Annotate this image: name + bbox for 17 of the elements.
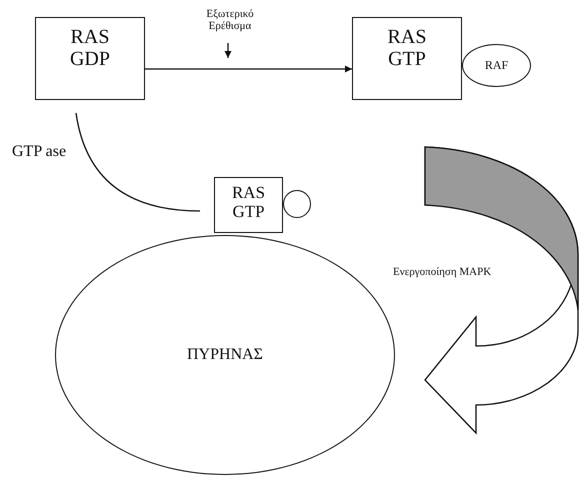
edge-label: Ενεργοποίηση MAPK [393, 266, 492, 278]
process-box [214, 177, 283, 233]
circle-node [283, 190, 311, 218]
node-text: RAS GTP [230, 184, 266, 222]
node-text: RAS GTP [386, 26, 428, 70]
process-box [35, 17, 145, 100]
arrow [145, 66, 352, 72]
connector-line [75, 112, 200, 212]
curved-block-arrow [424, 146, 579, 434]
ellipse-node [462, 44, 531, 87]
node-text: RAS GDP [68, 26, 111, 70]
direction-arrow [224, 43, 232, 58]
node-text: ΠΥΡΗΝΑΣ [187, 346, 263, 364]
node-text: Εξωτερικό Ερέθισμα [205, 8, 255, 32]
nucleus-ellipse [55, 235, 395, 475]
node-text: RAF [484, 58, 508, 72]
process-box [352, 17, 462, 100]
